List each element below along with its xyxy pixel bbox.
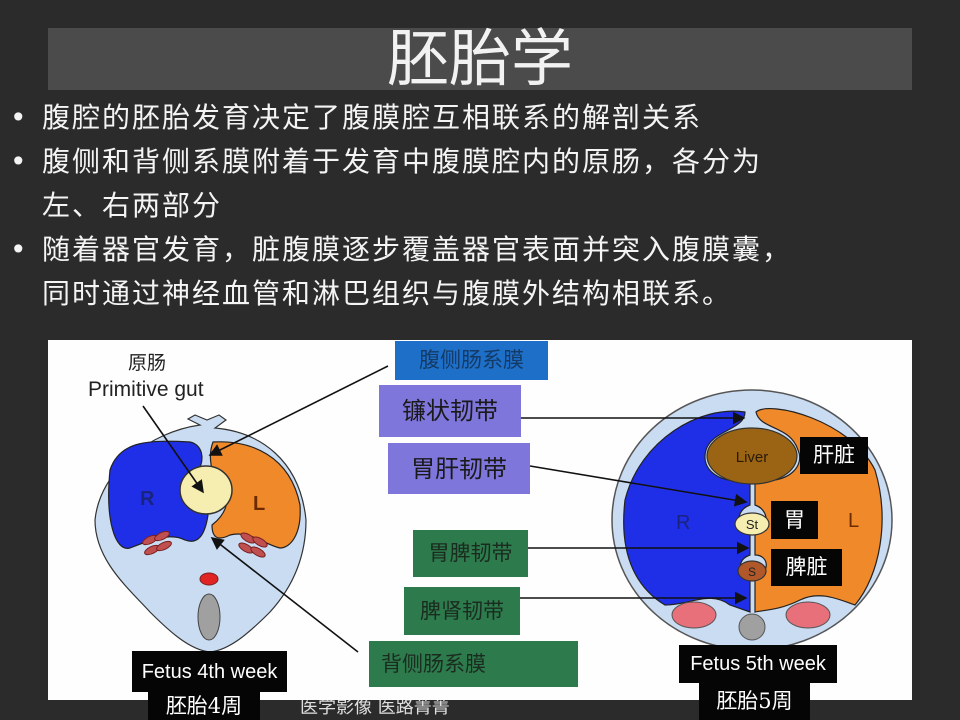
liver-cn-label: 肝脏	[800, 437, 868, 474]
liver-shape	[706, 427, 798, 485]
spleen-cn-label: 脾脏	[771, 549, 842, 586]
arrow-gastrohepatic	[529, 465, 748, 507]
bullet-item: • 腹侧和背侧系膜附着于发育中腹膜腔内的原肠，各分为左、右两部分	[10, 140, 950, 228]
gastrosplenic-ligament-label: 胃脾韧带	[413, 530, 528, 577]
label-l-right: L	[848, 510, 859, 532]
splenorenal-ligament-label: 脾肾韧带	[404, 587, 520, 635]
bullet-text: 腹腔的胚胎发育决定了腹膜腔互相联系的解剖关系	[42, 101, 703, 134]
primitive-gut-cn-label: 原肠	[128, 352, 167, 374]
watermark: 医学影像 医路菁菁	[300, 697, 450, 718]
primitive-gut-en-label: Primitive gut	[88, 378, 204, 401]
stomach-cn-label: 胃	[771, 501, 818, 539]
primitive-gut	[179, 465, 233, 515]
stomach-label: St	[746, 517, 759, 532]
fetus-5th-week-cn-caption: 胚胎5周	[699, 683, 810, 720]
gastrohepatic-ligament-label: 胃肝韧带	[388, 443, 530, 494]
pointer-arrows	[142, 365, 750, 653]
fetus-4th-week-section: R L	[94, 414, 307, 653]
vertebra	[738, 613, 766, 641]
arrow-dorsal-mesentery	[210, 537, 359, 653]
ventral-mesentery-label: 腹侧肠系膜	[395, 341, 548, 380]
slide-title: 胚胎学	[386, 22, 573, 95]
bullet-list: • 腹腔的胚胎发育决定了腹膜腔互相联系的解剖关系 • 腹侧和背侧系膜附着于发育中腹膜…	[10, 96, 950, 316]
label-l-left: L	[253, 493, 265, 515]
title-bar: 胚胎学	[48, 22, 912, 95]
bullet-icon: •	[10, 145, 29, 178]
bullet-item: • 腹腔的胚胎发育决定了腹膜腔互相联系的解剖关系	[10, 96, 950, 140]
bullet-text: 随着器官发育，脏腹膜逐步覆盖器官表面并突入腹膜囊，	[42, 233, 793, 266]
label-r-left: R	[140, 488, 155, 510]
notochord	[197, 593, 221, 641]
bullet-text: 腹侧和背侧系膜附着于发育中腹膜腔内的原肠，各分为	[42, 145, 763, 178]
spleen-label: S	[748, 565, 756, 579]
arrow-primitive-gut	[142, 405, 204, 494]
bullet-icon: •	[10, 233, 29, 266]
kidney-left	[785, 601, 831, 629]
blood-vessels-icon	[142, 530, 268, 558]
kidney-right	[671, 601, 717, 629]
bullet-text: 同时通过神经血管和淋巴组织与腹膜外结构相联系。	[42, 277, 733, 310]
bullet-icon: •	[10, 101, 29, 134]
label-r-right: R	[676, 512, 690, 534]
aorta	[199, 572, 219, 586]
right-coelom	[108, 440, 209, 549]
fetus-5th-week-caption: Fetus 5th week	[679, 645, 837, 683]
stomach-shape	[734, 512, 770, 536]
arrow-ventral-mesentery	[208, 365, 389, 456]
fetus-4th-week-caption: Fetus 4th week	[132, 651, 287, 692]
fetus-5th-week-section: Liver St S R L	[611, 389, 893, 651]
falciform-ligament-label: 镰状韧带	[379, 385, 521, 437]
bullet-text: 左、右两部分	[42, 189, 223, 222]
liver-label: Liver	[736, 449, 769, 466]
bullet-item: • 随着器官发育，脏腹膜逐步覆盖器官表面并突入腹膜囊， 同时通过神经血管和淋巴组织与…	[10, 228, 950, 316]
fetus-4th-week-cn-caption: 胚胎4周	[148, 692, 260, 720]
spleen-shape	[737, 560, 767, 582]
dorsal-mesentery-label: 背侧肠系膜	[369, 641, 578, 687]
